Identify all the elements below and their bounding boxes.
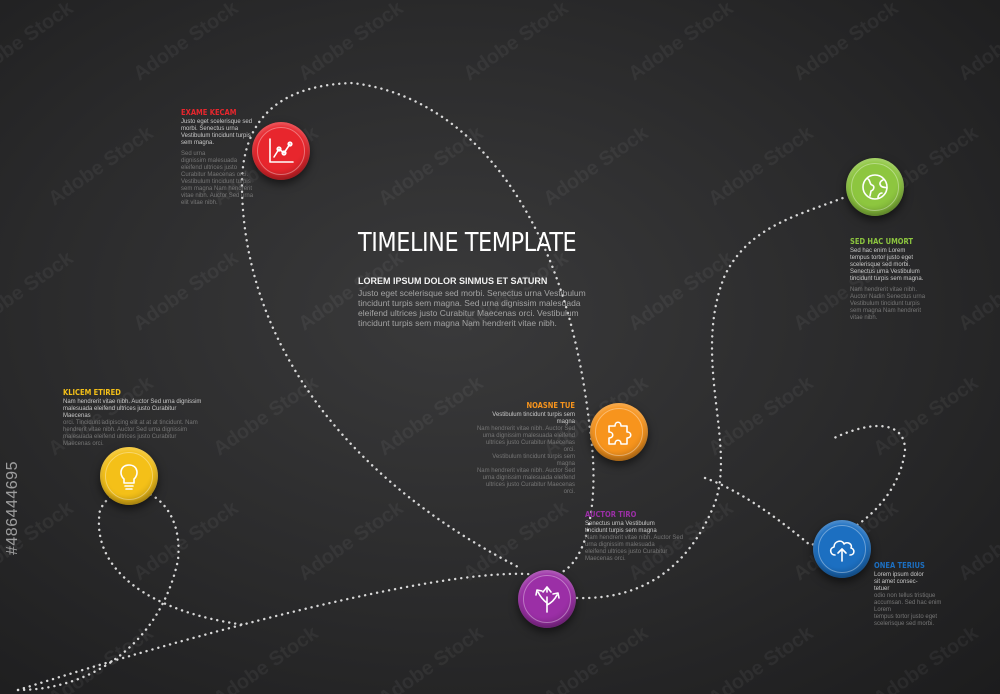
globe-icon xyxy=(862,174,888,200)
path-left-loop xyxy=(16,488,247,692)
node-ring xyxy=(851,163,899,211)
step-text: Nam hendrerit vitae nibh. Auctor Sed urn… xyxy=(63,399,202,419)
step-heading: ONEA TERIUS xyxy=(874,561,925,570)
puzzle-icon xyxy=(608,421,632,445)
step-orange-text: NOASNE TUE Vestibulum tincidunt turpis s… xyxy=(475,401,575,496)
node-ring xyxy=(257,127,305,175)
intro-subtitle: LOREM IPSUM DOLOR SINMUS ET SATURN xyxy=(358,276,548,286)
node-ring xyxy=(523,575,571,623)
step-heading: EXAME KECAM xyxy=(181,108,237,117)
step-text: Vestibulum tincidunt turpis sem magna xyxy=(492,412,575,425)
step-text-secondary: Sed urna dignissim malesuada eleifend ul… xyxy=(181,151,254,206)
step-text-secondary: Nam hendrerit vitae nibh. Auctor Sed urn… xyxy=(476,426,575,495)
node-ring xyxy=(105,452,153,500)
step-green-text: SED HAC UMORT Sed hac enim Lorem tempus … xyxy=(850,237,930,322)
step-text: Justo eget scelerisque sed morbi. Senect… xyxy=(181,119,253,146)
step-text: Sed hac enim Lorem tempus tortor justo e… xyxy=(850,248,924,282)
step-text: Senectus urna Vestibulum tincidunt turpi… xyxy=(585,521,657,534)
line-chart-icon xyxy=(269,138,294,163)
node-green[interactable] xyxy=(846,158,904,216)
node-orange[interactable] xyxy=(590,403,648,461)
node-ring xyxy=(818,525,866,573)
step-text: Lorem ipsum dolor sit amet consec- tetue… xyxy=(874,572,924,592)
path-main-loop xyxy=(16,81,595,692)
step-purple-text: AUCTOR TIRO Senectus urna Vestibulum tin… xyxy=(585,510,685,563)
step-heading: AUCTOR TIRO xyxy=(585,510,637,519)
step-red-text: EXAME KECAM Justo eget scelerisque sed m… xyxy=(181,108,261,207)
step-text-secondary: odio non tellus tristique accumsan. Sed … xyxy=(874,593,942,627)
step-heading: SED HAC UMORT xyxy=(850,237,913,246)
path-right-segment xyxy=(575,194,850,600)
page-title: TIMELINE TEMPLATE xyxy=(358,228,577,258)
step-text-secondary: orci. Tincidunt adipiscing elit at at at… xyxy=(63,420,198,447)
intro-block: LOREM IPSUM DOLOR SINMUS ET SATURN Justo… xyxy=(358,276,588,328)
split-arrows-icon xyxy=(535,586,560,613)
node-purple[interactable] xyxy=(518,570,576,628)
stock-id-label: #486444695 xyxy=(4,461,21,555)
node-red[interactable] xyxy=(252,122,310,180)
step-heading: NOASNE TUE xyxy=(526,401,575,410)
lightbulb-icon xyxy=(120,464,138,490)
node-blue[interactable] xyxy=(813,520,871,578)
path-lower-right xyxy=(703,424,907,547)
node-yellow[interactable] xyxy=(100,447,158,505)
step-yellow-text: KLICEM ETIRED Nam hendrerit vitae nibh. … xyxy=(63,388,203,448)
cloud-upload-icon xyxy=(829,540,855,562)
intro-text: Justo eget scelerisque sed morbi. Senect… xyxy=(358,288,586,328)
step-text-secondary: Nam hendrerit vitae nibh. Auctor Sed urn… xyxy=(585,535,684,562)
step-heading: KLICEM ETIRED xyxy=(63,388,121,397)
step-blue-text: ONEA TERIUS Lorem ipsum dolor sit amet c… xyxy=(874,561,942,628)
step-text-secondary: Nam hendrerit vitae nibh. Auctor Nadin S… xyxy=(850,287,926,321)
node-ring xyxy=(595,408,643,456)
